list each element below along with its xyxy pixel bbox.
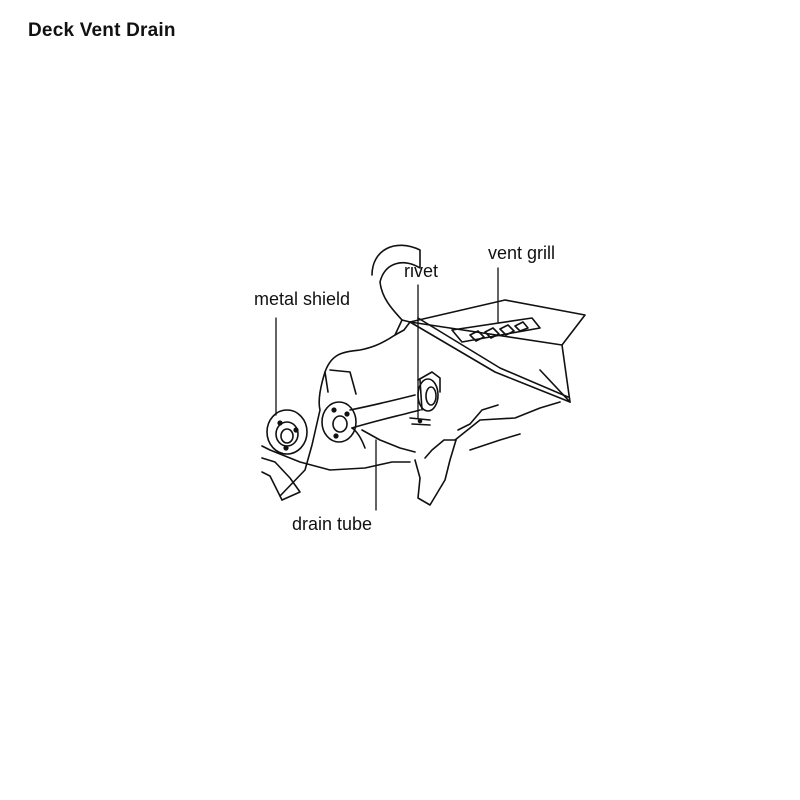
metal-shield [266, 409, 308, 455]
vent-grill [451, 317, 541, 343]
drain-outlet-flange [321, 401, 357, 443]
metal-shield-label: metal shield [254, 289, 351, 309]
page-title: Deck Vent Drain [28, 20, 176, 41]
lower-body [261, 401, 561, 506]
drain-tube-label: drain tube [292, 514, 373, 534]
drain-tube [349, 371, 441, 453]
rivet [409, 417, 431, 426]
leader-lines [275, 267, 499, 511]
rivet-label: rivet [404, 261, 439, 281]
body-contour [279, 244, 421, 497]
vent-grill-label: vent grill [488, 243, 556, 263]
